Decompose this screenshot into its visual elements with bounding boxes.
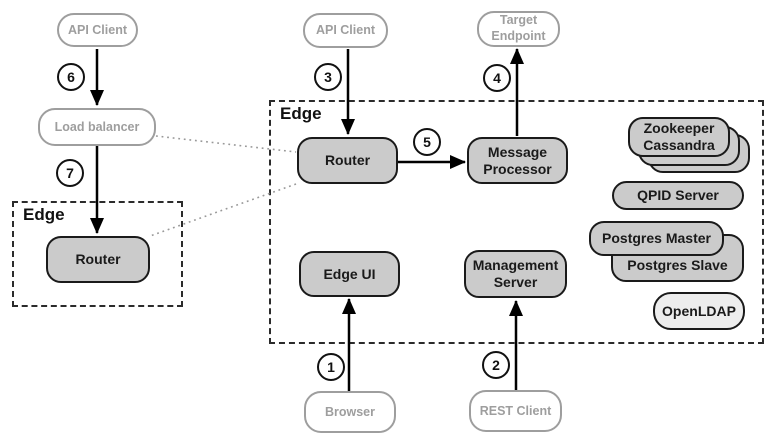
node-target-endpoint: Target Endpoint [477, 11, 560, 47]
node-message-processor: Message Processor [467, 137, 568, 184]
node-load-balancer: Load balancer [38, 108, 156, 146]
node-openldap: OpenLDAP [653, 292, 745, 330]
node-postgres-master: Postgres Master [589, 221, 724, 256]
edge-main-group-label: Edge [280, 104, 322, 123]
node-router-main: Router [297, 137, 398, 184]
node-api-client-top: API Client [303, 13, 388, 48]
node-zookeeper-cassandra: Zookeeper Cassandra [628, 117, 730, 157]
step-badge-1: 1 [317, 353, 345, 381]
step-badge-2: 2 [482, 351, 510, 379]
dotted-link-router-router [149, 183, 297, 237]
edge-left-group-label: Edge [23, 205, 65, 224]
step-badge-5: 5 [413, 128, 441, 156]
node-rest-client: REST Client [469, 390, 562, 432]
node-api-client-left: API Client [57, 13, 138, 47]
step-badge-7: 7 [56, 159, 84, 187]
dotted-link-loadbalancer-router [155, 135, 297, 153]
node-edge-ui: Edge UI [299, 251, 400, 297]
zookeeper-label: Zookeeper [643, 120, 715, 136]
node-browser: Browser [304, 391, 396, 433]
step-badge-4: 4 [483, 64, 511, 92]
node-qpid-server: QPID Server [612, 181, 744, 210]
step-badge-6: 6 [57, 63, 85, 91]
step-badge-3: 3 [314, 63, 342, 91]
node-router-left: Router [46, 236, 150, 283]
node-management-server: Management Server [464, 250, 567, 298]
cassandra-label: Cassandra [643, 137, 715, 153]
